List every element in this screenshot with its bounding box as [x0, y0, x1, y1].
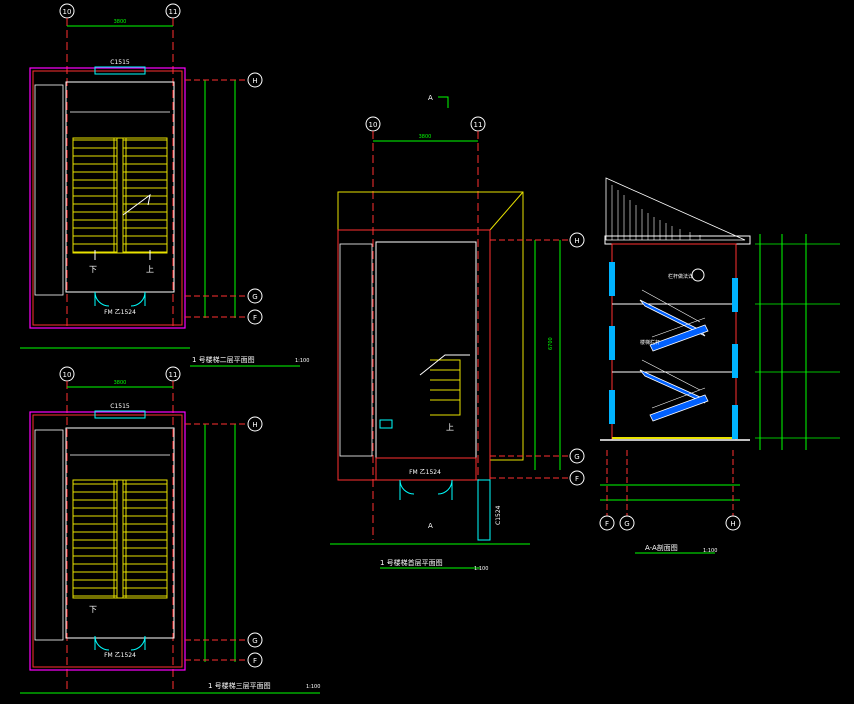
- grid-F-label-m: F: [575, 475, 579, 483]
- section-note-top: 栏杆做法详: [668, 273, 693, 280]
- plan-middle-scale: 1:100: [474, 566, 488, 572]
- grid-H-label-b: H: [252, 421, 257, 429]
- up-label-m: 上: [446, 423, 454, 432]
- axis-11-label-m: 11: [474, 121, 483, 129]
- dim-top-m: 3800: [419, 134, 432, 140]
- grid-G-label: G: [252, 293, 257, 301]
- dim-top-b: 3800: [114, 380, 127, 386]
- section-title: A-A剖面图: [645, 543, 678, 552]
- axis-10-label: 10: [63, 8, 72, 16]
- plan-bottom-scale: 1:100: [306, 684, 320, 690]
- axis-10-label-m: 10: [369, 121, 378, 129]
- door-label: FM 乙1524: [104, 309, 136, 316]
- section-note-mid: 楼梯栏杆: [640, 339, 660, 346]
- cut-label-bottom: A: [428, 522, 433, 530]
- plan-top-title: 1 号楼梯二层平面图: [192, 355, 255, 364]
- door-label-m: FM 乙1524: [409, 469, 441, 476]
- grid-H-label-m: H: [574, 237, 579, 245]
- grid-G-label-m: G: [574, 453, 579, 461]
- plan-top-scale: 1:100: [295, 358, 309, 364]
- window-label-b: C1515: [110, 403, 130, 410]
- grid-F-label-b: F: [253, 657, 257, 665]
- door-label-b: FM 乙1524: [104, 652, 136, 659]
- section-grid-G: G: [624, 520, 629, 528]
- cut-label-top: A: [428, 94, 433, 102]
- axis-11-label: 11: [169, 8, 178, 16]
- plan-middle-title: 1 号楼梯首层平面图: [380, 558, 443, 567]
- window-label: C1515: [110, 59, 130, 66]
- side-window-label: C1524: [495, 505, 502, 525]
- section-scale: 1:100: [703, 548, 717, 554]
- grid-F-label: F: [253, 314, 257, 322]
- axis-10-label-b: 10: [63, 371, 72, 379]
- plan-top: 10 11 3800 C1515 下 上 FM 乙1524: [20, 3, 309, 367]
- grid-G-label-b: G: [252, 637, 257, 645]
- dim-top: 3800: [114, 19, 127, 25]
- dim-side-m: 6700: [548, 337, 554, 350]
- plan-bottom-title: 1 号楼梯三层平面图: [208, 681, 271, 690]
- section-grid-F: F: [605, 520, 609, 528]
- down-label-b: 下: [89, 605, 97, 614]
- section-grid-H: H: [730, 520, 735, 528]
- plan-middle: A 10 11 3800 上 FM 乙1524 C1524 A: [330, 94, 585, 572]
- plan-bottom: 10 11 3800 C1515 下 FM 乙1524 H G F 1 号楼梯: [20, 366, 320, 694]
- grid-H-label: H: [252, 77, 257, 85]
- axis-11-label-b: 11: [169, 371, 178, 379]
- up-label: 上: [146, 265, 154, 274]
- section-aa: 栏杆做法详 楼梯栏杆 F G H A-A剖面图 1:100: [599, 177, 840, 554]
- down-label: 下: [89, 265, 97, 274]
